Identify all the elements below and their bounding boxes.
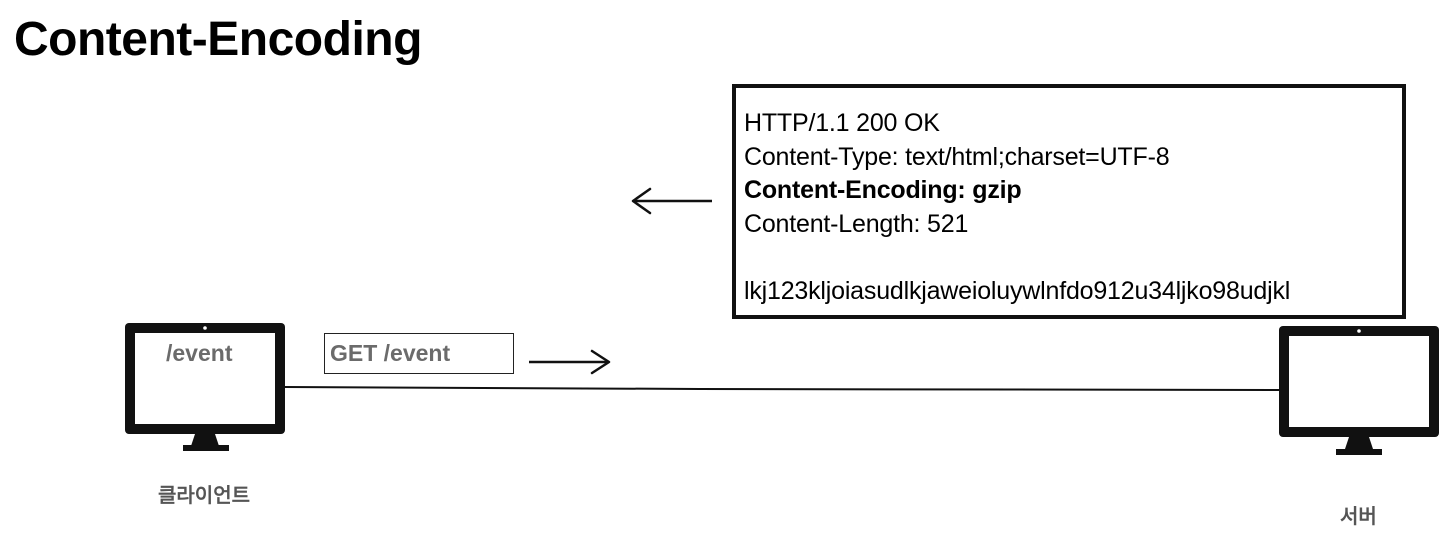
response-message-box: HTTP/1.1 200 OK Content-Type: text/html;… xyxy=(732,84,1406,319)
server-monitor-icon xyxy=(1279,326,1439,455)
page-title: Content-Encoding xyxy=(14,13,422,66)
response-arrow-icon xyxy=(631,187,712,215)
response-status-line: HTTP/1.1 200 OK xyxy=(744,109,940,137)
response-blank-line xyxy=(744,241,1396,275)
client-monitor-icon xyxy=(125,323,285,451)
request-arrow-icon xyxy=(529,349,611,375)
client-label: 클라이언트 xyxy=(158,483,250,507)
request-message-box: GET /event xyxy=(324,333,514,374)
response-body: lkj123kljoiasudlkjaweioluywlnfdo912u34lj… xyxy=(744,276,1291,305)
connection-line xyxy=(284,386,1280,391)
client-screen-path: /event xyxy=(166,340,233,366)
server-label: 서버 xyxy=(1340,504,1377,528)
response-header-content-length: Content-Length: 521 xyxy=(744,209,969,238)
response-header-content-encoding: Content-Encoding: gzip xyxy=(744,176,1022,204)
request-line: GET /event xyxy=(330,340,451,366)
response-header-content-type: Content-Type: text/html;charset=UTF-8 xyxy=(744,142,1170,171)
